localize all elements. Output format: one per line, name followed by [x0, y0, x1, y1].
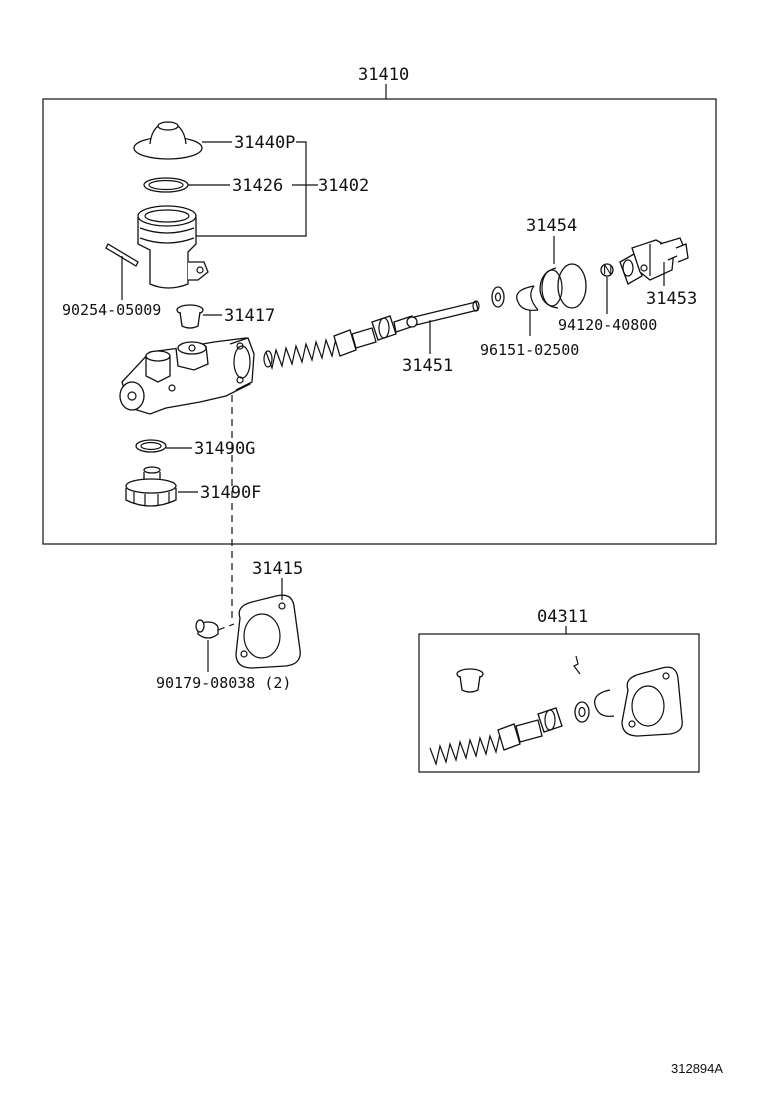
part-31451[interactable]: 31451: [402, 356, 453, 376]
assembly-label[interactable]: 31410: [358, 65, 409, 85]
part-31490G[interactable]: 31490G: [194, 439, 255, 459]
part-94120-40800[interactable]: 94120-40800: [558, 316, 657, 334]
part-31454[interactable]: 31454: [526, 216, 577, 236]
cylinder-body-icon[interactable]: [119, 337, 255, 415]
part-31402[interactable]: 31402: [318, 176, 369, 196]
part-31426[interactable]: 31426: [232, 176, 283, 196]
kit-washer-icon[interactable]: [574, 701, 590, 723]
nut-icon[interactable]: N: [600, 262, 614, 277]
part-31453[interactable]: 31453: [646, 289, 697, 309]
part-90179-08038[interactable]: 90179-08038 (2): [156, 674, 291, 692]
reservoir-cap-icon[interactable]: [133, 121, 203, 160]
image-id: 312894A: [671, 1061, 723, 1076]
spring-icon[interactable]: [263, 337, 341, 371]
part-31490F[interactable]: 31490F: [200, 483, 261, 503]
kit-frame: [418, 633, 700, 773]
part-96151-02500[interactable]: 96151-02500: [480, 341, 579, 359]
part-31440P[interactable]: 31440P: [234, 133, 295, 153]
part-90254-05009[interactable]: 90254-05009: [62, 301, 161, 319]
snap-ring-icon[interactable]: [516, 285, 539, 311]
svg-text:N: N: [603, 262, 612, 277]
push-rod-clevis-icon[interactable]: [619, 237, 689, 285]
union-nut-icon[interactable]: [125, 466, 177, 507]
part-31415[interactable]: 31415: [252, 559, 303, 579]
washer-nut-icon[interactable]: [195, 619, 219, 639]
kit-snap-ring-icon[interactable]: [594, 689, 615, 717]
grommet-icon[interactable]: [176, 304, 204, 329]
kit-label[interactable]: 04311: [537, 607, 588, 627]
kit-piston-icon[interactable]: [497, 707, 563, 751]
diaphragm-ring-icon[interactable]: [143, 177, 189, 193]
washer-icon[interactable]: [491, 286, 505, 308]
part-31417[interactable]: 31417: [224, 306, 275, 326]
pin-icon[interactable]: [105, 243, 139, 267]
kit-gasket-icon[interactable]: [621, 666, 683, 737]
o-ring-icon[interactable]: [135, 439, 167, 453]
reservoir-icon[interactable]: [137, 205, 209, 289]
assembly-frame: [42, 98, 717, 545]
kit-grommet-icon[interactable]: [456, 668, 484, 693]
gasket-icon[interactable]: [235, 594, 301, 669]
boot-icon[interactable]: [539, 263, 587, 309]
kit-spring-icon[interactable]: [429, 733, 501, 767]
kit-clip-icon[interactable]: [573, 655, 581, 675]
piston-rod-icon[interactable]: [333, 300, 480, 357]
